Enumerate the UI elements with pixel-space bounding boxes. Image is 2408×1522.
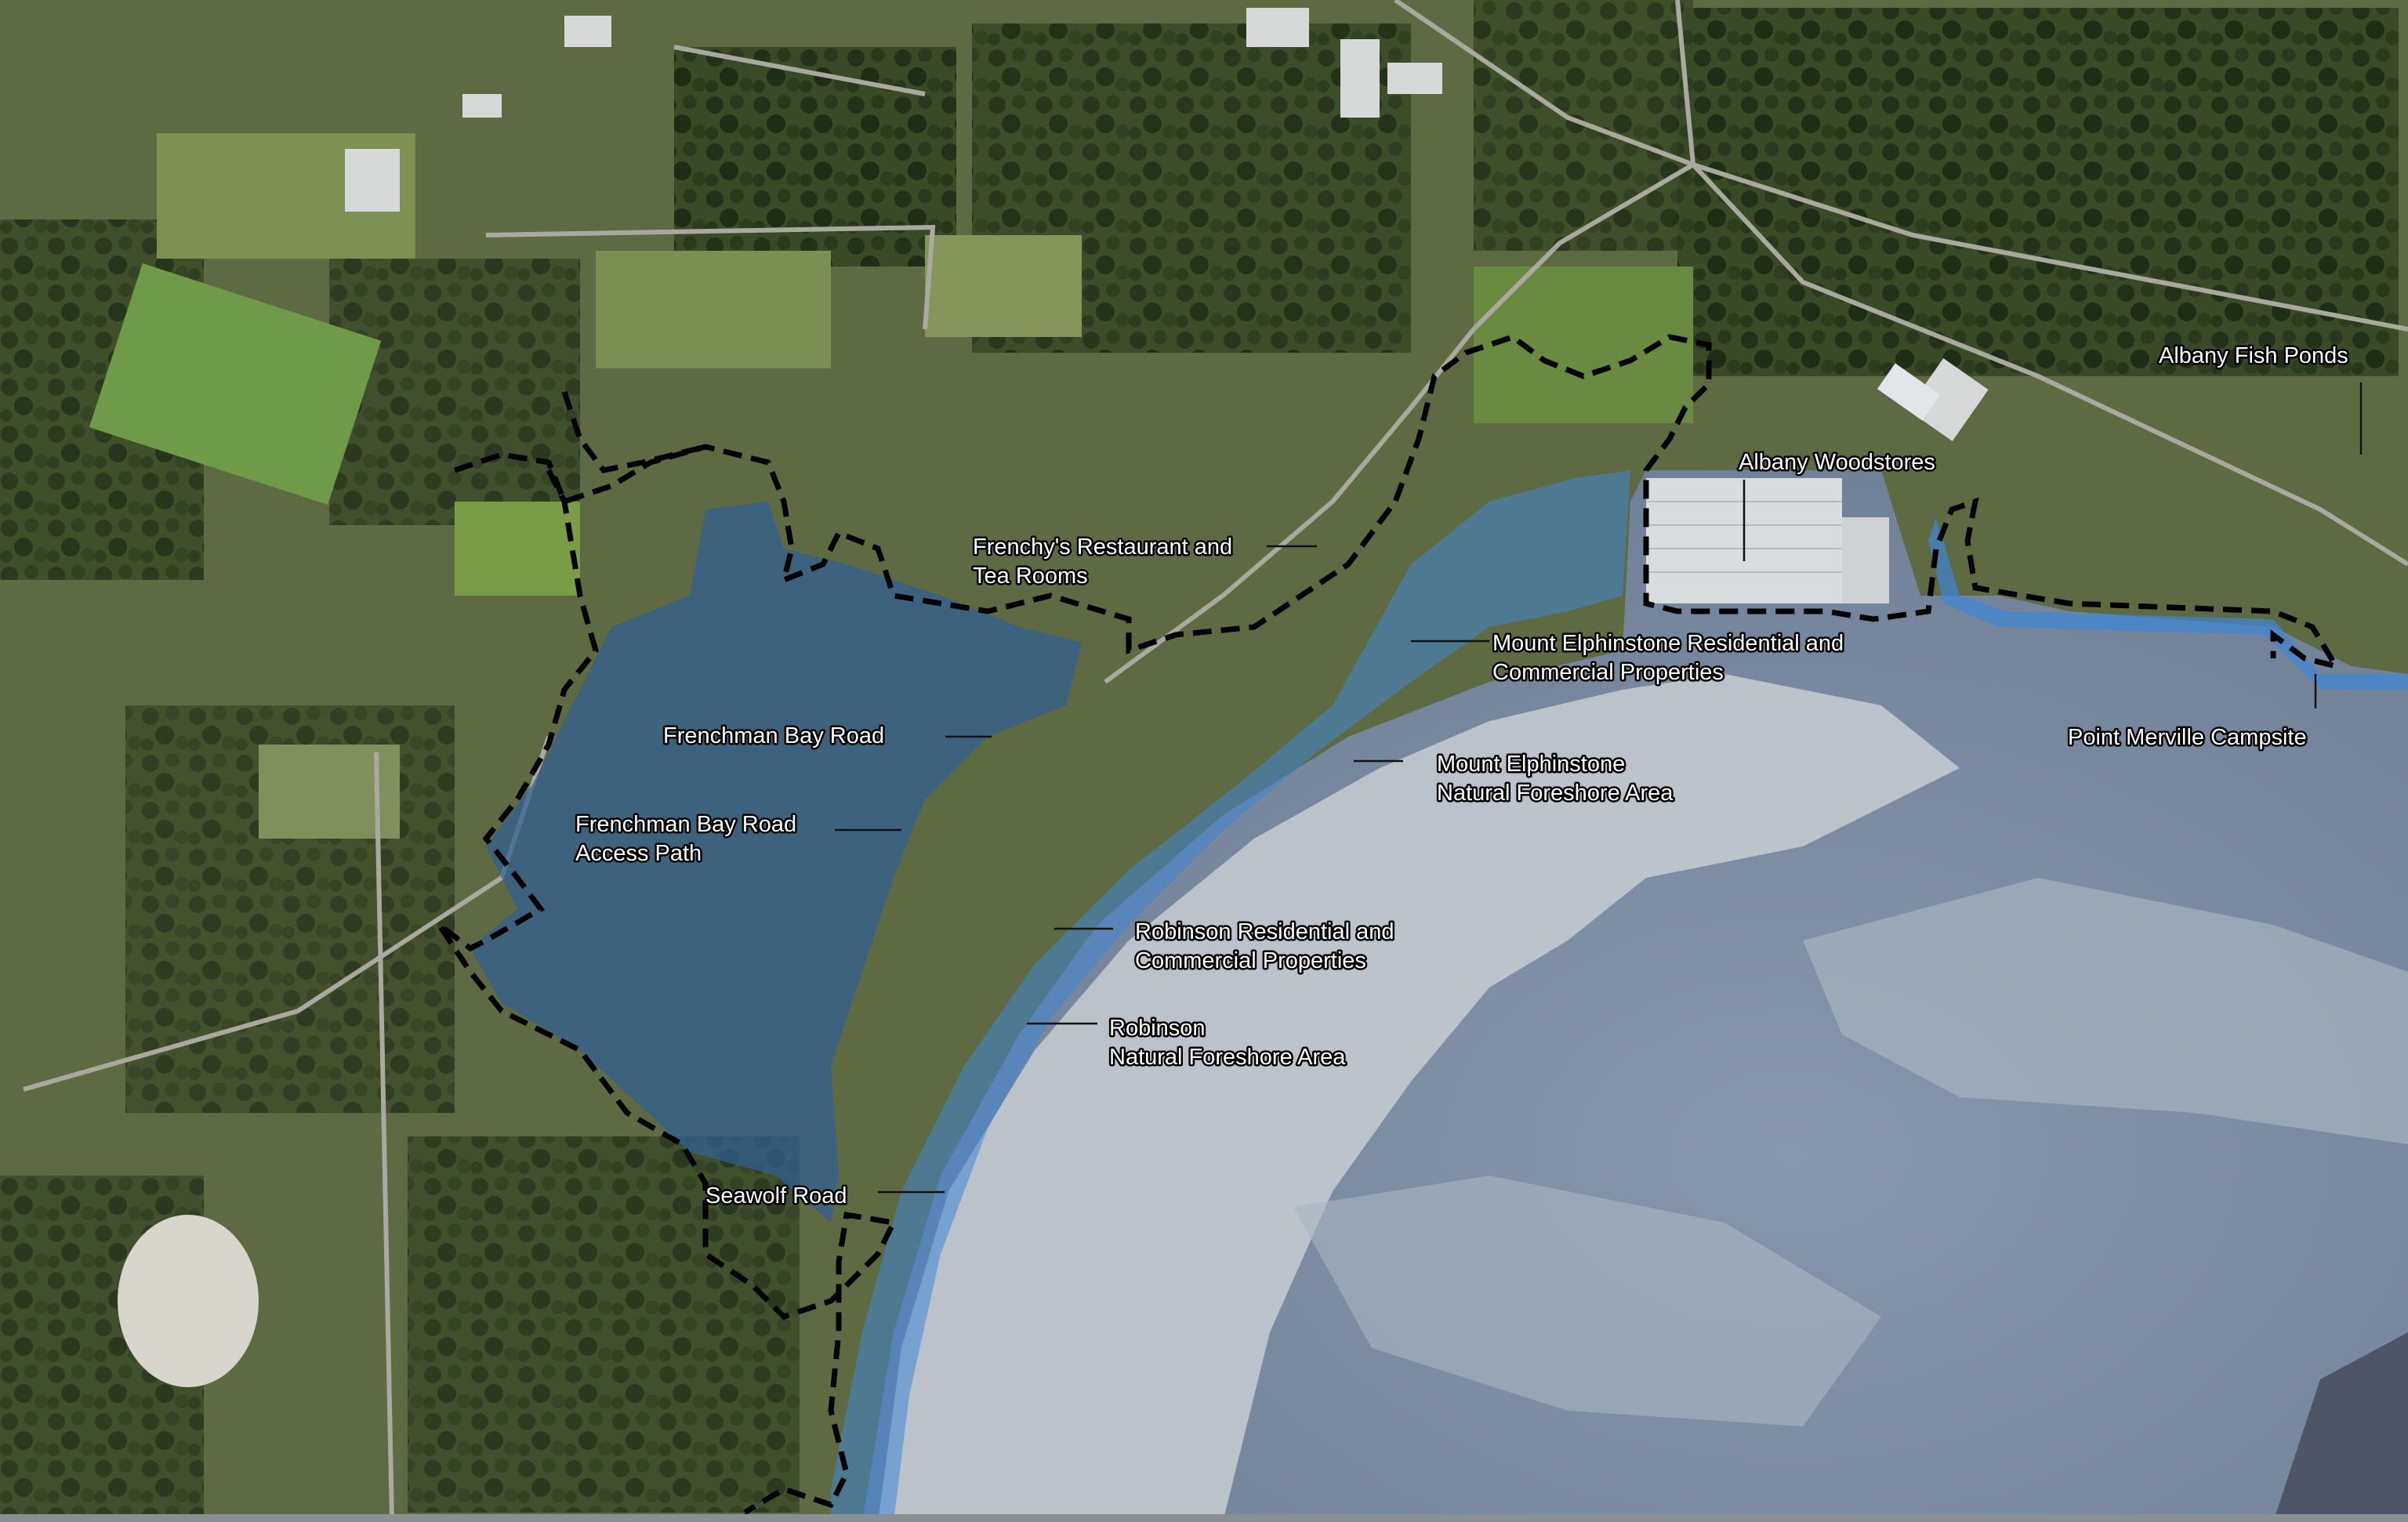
label-frenchman-bay-road: Frenchman Bay Road: [663, 723, 884, 748]
label-robinson-nat-line2: Natural Foreshore Area: [1109, 1045, 1346, 1070]
farm-fields: [89, 133, 1693, 1387]
shed: [1877, 363, 1941, 421]
map-labels: Albany Fish Ponds Albany Woodstores Fren…: [574, 342, 2351, 1211]
inundation-area: [470, 502, 1082, 1223]
label-mt-elphinstone-nat-line2: Natural Foreshore Area: [1437, 781, 1674, 806]
map-frame-bottom: [0, 1514, 2408, 1522]
label-fbr-access-line2: Access Path: [575, 841, 702, 866]
label-seawolf-road: Seawolf Road: [705, 1183, 847, 1209]
point-merville-band: [1928, 517, 2408, 690]
label-robinson-nat-line1: Robinson: [1109, 1016, 1206, 1041]
sand-flats: [878, 674, 1960, 1522]
leader-lines: [835, 382, 2363, 1194]
headland-se: [2273, 1332, 2408, 1522]
shallows-east: [1803, 878, 2408, 1144]
study-area-boundary: [437, 334, 2342, 1516]
label-mt-elphinstone-res-line2: Commercial Properties: [1492, 660, 1724, 685]
label-fbr-access-line1: Frenchman Bay Road: [575, 812, 796, 837]
label-albany-fish-ponds: Albany Fish Ponds: [2159, 343, 2348, 368]
industrial-buildings: [345, 8, 1989, 441]
study-area-boundary-north: [561, 390, 706, 473]
foreshore-inundation-band: [831, 470, 1630, 1522]
label-frenchys-line2: Tea Rooms: [973, 564, 1088, 589]
label-frenchys-line1: Frenchy's Restaurant and: [973, 535, 1232, 560]
label-albany-woodstores: Albany Woodstores: [1739, 450, 1935, 475]
label-point-merville: Point Merville Campsite: [2068, 725, 2307, 750]
label-mt-elphinstone-nat-line1: Mount Elphinstone: [1437, 752, 1625, 777]
roads: [23, 0, 2408, 1521]
label-mt-elphinstone-res-line1: Mount Elphinstone Residential and: [1492, 631, 1844, 656]
label-robinson-res-line2: Commercial Properties: [1135, 948, 1366, 973]
shallows-south: [1293, 1176, 1881, 1426]
label-robinson-res-line1: Robinson Residential and: [1135, 919, 1394, 944]
